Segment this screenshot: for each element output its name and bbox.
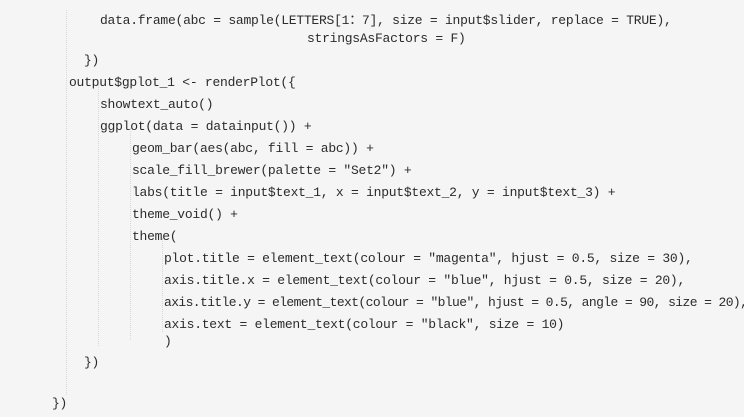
code-line-17: }) — [84, 355, 100, 370]
code-line-9: labs(title = input$text_1, x = input$tex… — [132, 185, 616, 200]
code-line-10: theme_void() + — [132, 207, 238, 222]
code-line-1: data.frame(abc = sample(LETTERS[1：7], si… — [100, 13, 672, 28]
code-line-2: stringsAsFactors = F) — [307, 31, 466, 46]
code-line-18: }) — [52, 396, 68, 411]
code-line-7: geom_bar(aes(abc, fill = abc)) + — [132, 141, 374, 156]
indent-guide — [162, 238, 163, 332]
code-line-12: plot.title = element_text(colour = "mage… — [164, 251, 693, 266]
code-line-11: theme( — [132, 229, 178, 244]
code-line-6: ggplot(data = datainput()) + — [100, 119, 312, 134]
indent-guide — [66, 10, 67, 395]
indent-guide — [98, 84, 99, 346]
code-line-13: axis.title.x = element_text(colour = "bl… — [164, 273, 686, 288]
code-line-5: showtext_auto() — [100, 97, 214, 112]
code-line-15: axis.text = element_text(colour = "black… — [164, 317, 565, 332]
code-line-4: output$gplot_1 <- renderPlot({ — [69, 75, 296, 90]
code-line-14: axis.title.y = element_text(colour = "bl… — [164, 295, 744, 310]
code-line-16: ) — [164, 334, 172, 349]
indent-guide — [130, 128, 131, 340]
code-line-3: }) — [84, 53, 100, 68]
code-line-8: scale_fill_brewer(palette = "Set2") + — [132, 163, 412, 178]
